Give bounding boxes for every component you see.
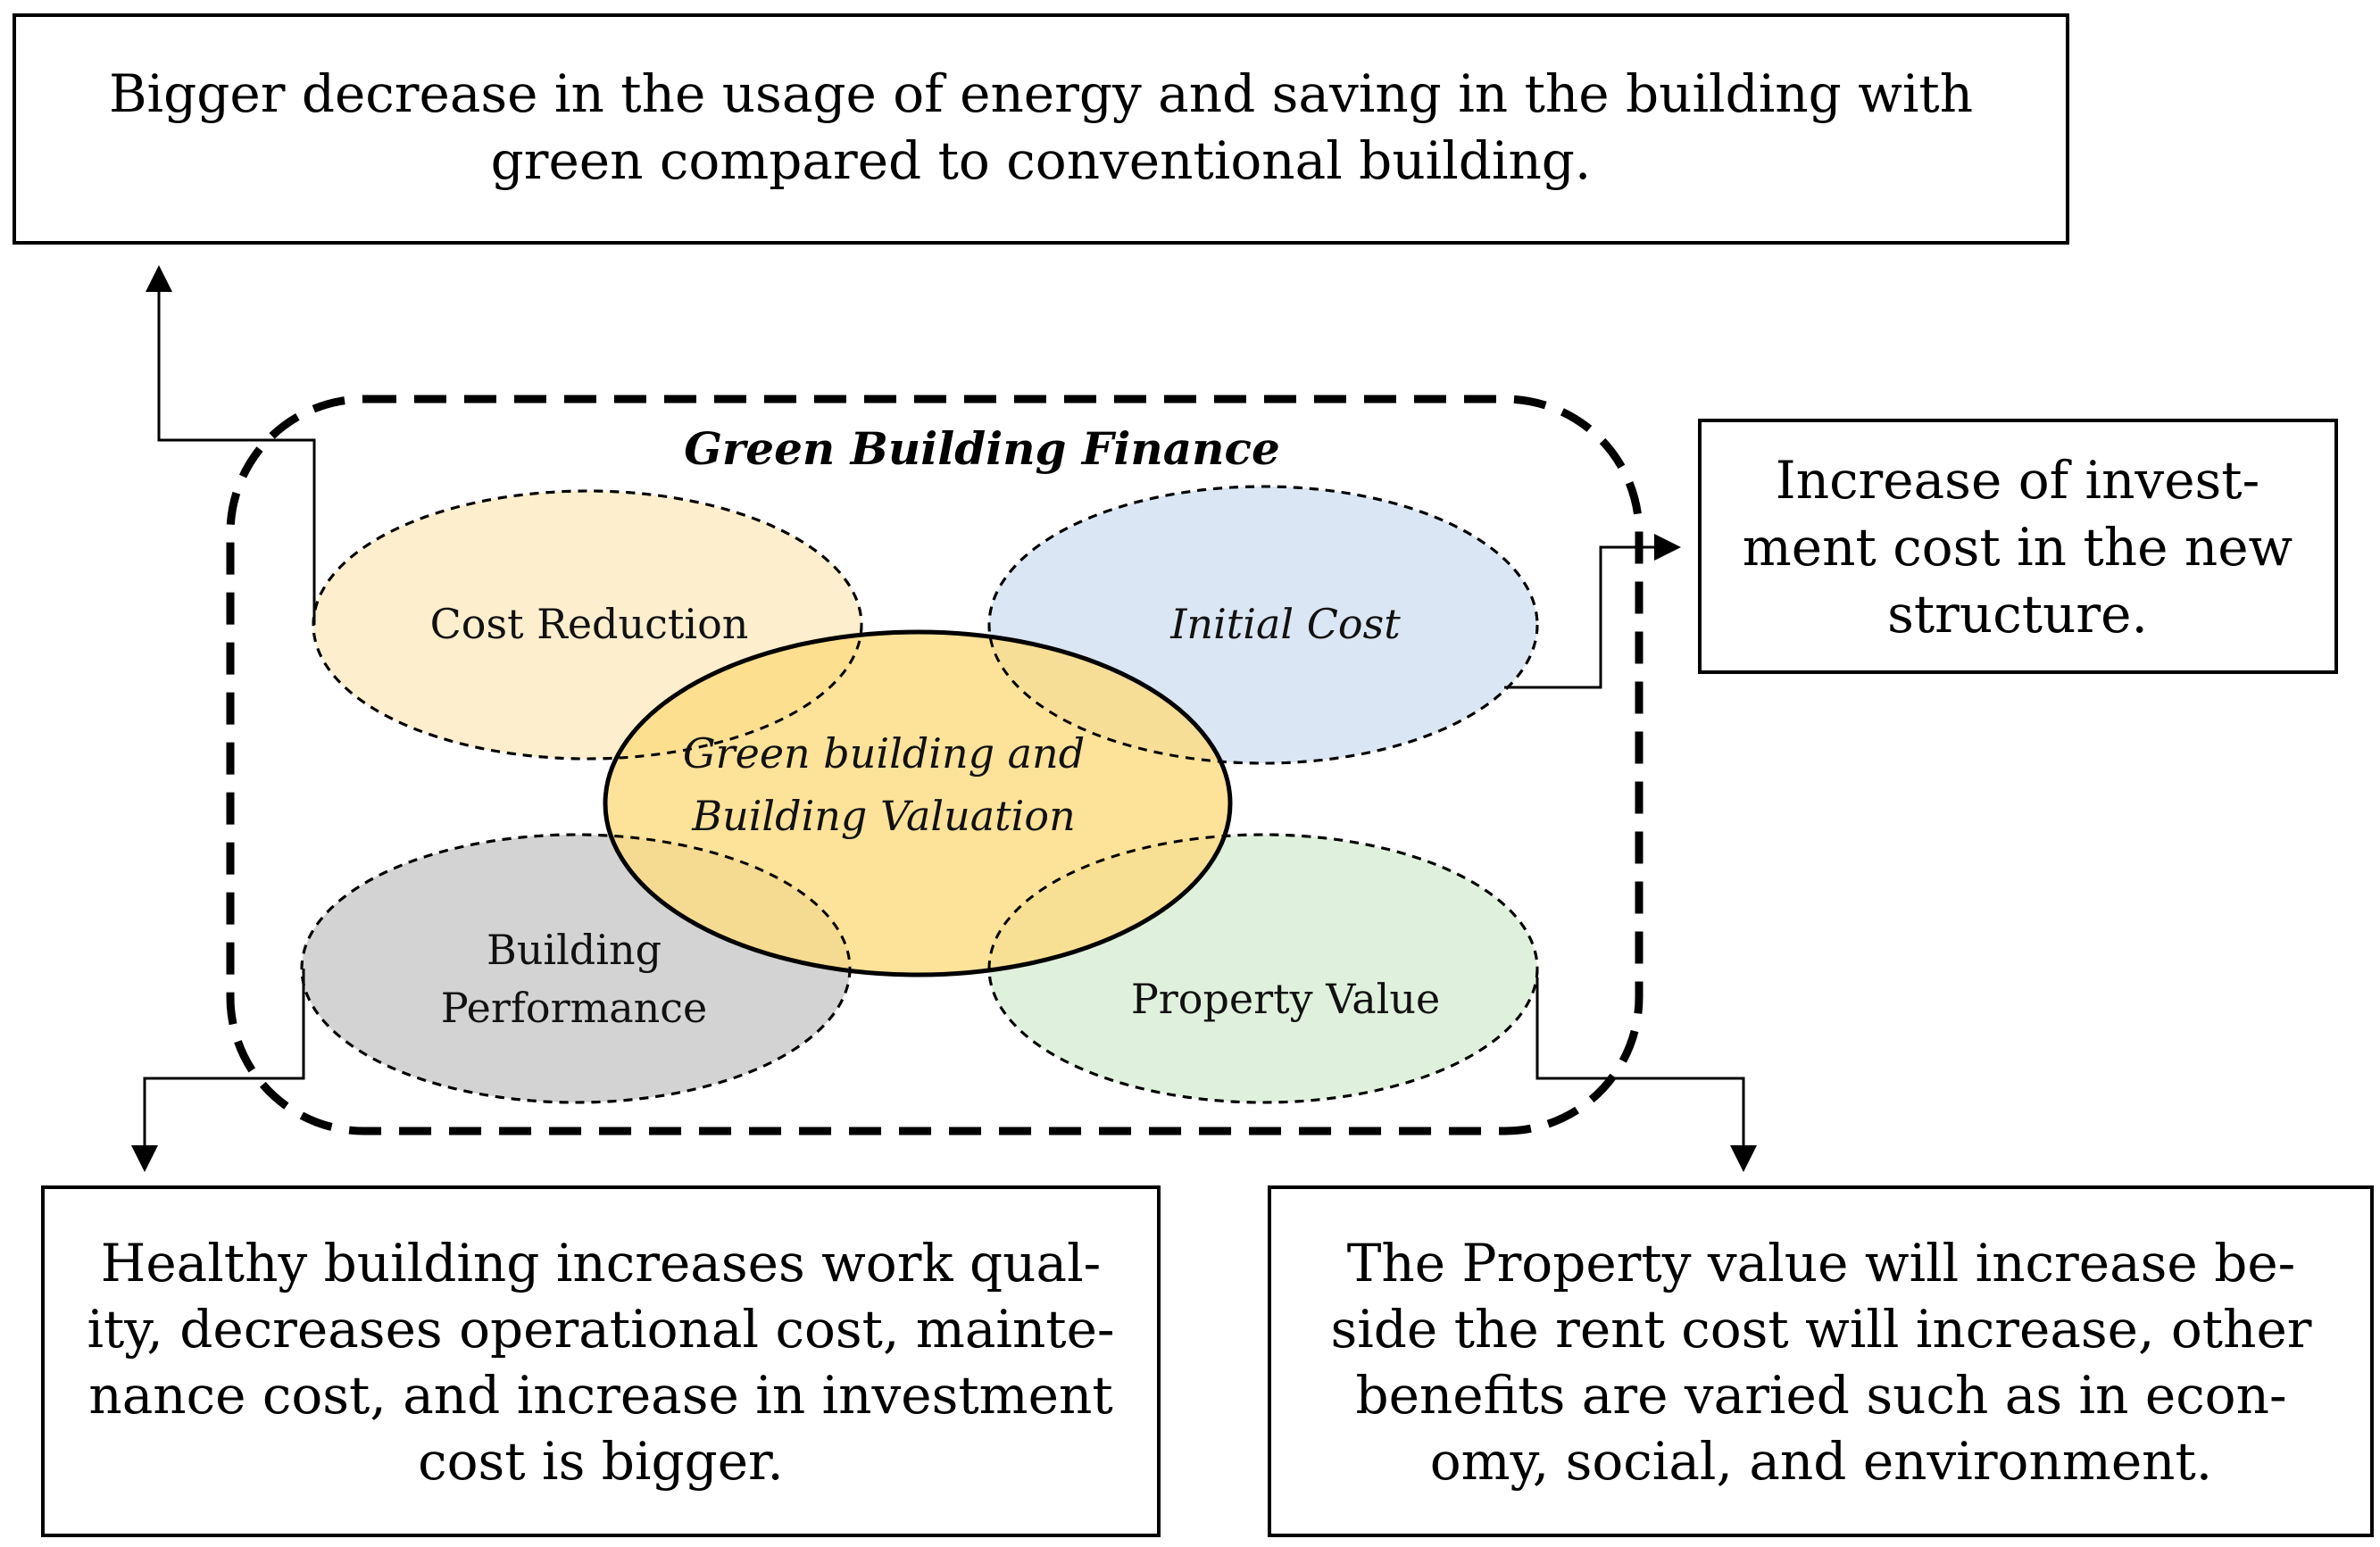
building-performance-label-2: Performance bbox=[441, 984, 707, 1032]
bottom-right-outcome-box: The Property value will increase be- sid… bbox=[1268, 1185, 2374, 1537]
top-box-line-1: Bigger decrease in the usage of energy a… bbox=[109, 63, 1973, 124]
initial-cost-label: Initial Cost bbox=[1169, 600, 1401, 648]
connector-property-value-to-bottom-right bbox=[1535, 977, 1757, 1172]
bottom-left-outcome-box: Healthy building increases work qual- it… bbox=[41, 1185, 1161, 1537]
bottom-right-box-line-3: benefits are varied such as in econ- bbox=[1355, 1365, 2286, 1426]
initial-cost-outline bbox=[987, 485, 1539, 765]
right-box-line-3: structure. bbox=[1887, 584, 2148, 645]
bottom-left-box-line-3: nance cost, and increase in investment bbox=[88, 1365, 1112, 1426]
building-performance-outline bbox=[300, 833, 852, 1104]
connector-building-performance-to-bottom-left bbox=[131, 969, 305, 1172]
connector-initial-cost-to-right bbox=[1504, 534, 1681, 689]
group-title: Green Building Finance bbox=[684, 422, 1280, 475]
bottom-left-box-line-4: cost is bigger. bbox=[418, 1431, 784, 1492]
top-box-line-2: green compared to conventional building. bbox=[491, 130, 1592, 191]
bottom-right-box-line-4: omy, social, and environment. bbox=[1430, 1431, 2213, 1492]
top-outcome-box: Bigger decrease in the usage of energy a… bbox=[12, 13, 2069, 245]
green-building-finance-group bbox=[226, 395, 1644, 1135]
cost-reduction-label: Cost Reduction bbox=[430, 600, 749, 648]
connector-cost-reduction-to-top bbox=[146, 265, 316, 625]
right-box-line-2: ment cost in the new bbox=[1743, 517, 2293, 578]
bottom-right-box-line-1: The Property value will increase be- bbox=[1347, 1233, 2296, 1293]
bottom-left-box-line-2: ity, decreases operational cost, mainte- bbox=[87, 1299, 1114, 1360]
right-box-line-1: Increase of invest- bbox=[1776, 450, 2259, 511]
center-ellipse bbox=[603, 629, 1233, 977]
property-value-outline bbox=[987, 833, 1539, 1104]
building-performance-label-1: Building bbox=[487, 926, 662, 974]
property-value-label: Property Value bbox=[1131, 975, 1440, 1023]
bottom-left-box-line-1: Healthy building increases work qual- bbox=[101, 1233, 1101, 1293]
bottom-right-box-line-2: side the rent cost will increase, other bbox=[1330, 1299, 2311, 1360]
center-label-2: Building Valuation bbox=[691, 792, 1075, 840]
center-label-1: Green building and bbox=[683, 729, 1085, 778]
right-outcome-box: Increase of invest- ment cost in the new… bbox=[1698, 419, 2338, 674]
